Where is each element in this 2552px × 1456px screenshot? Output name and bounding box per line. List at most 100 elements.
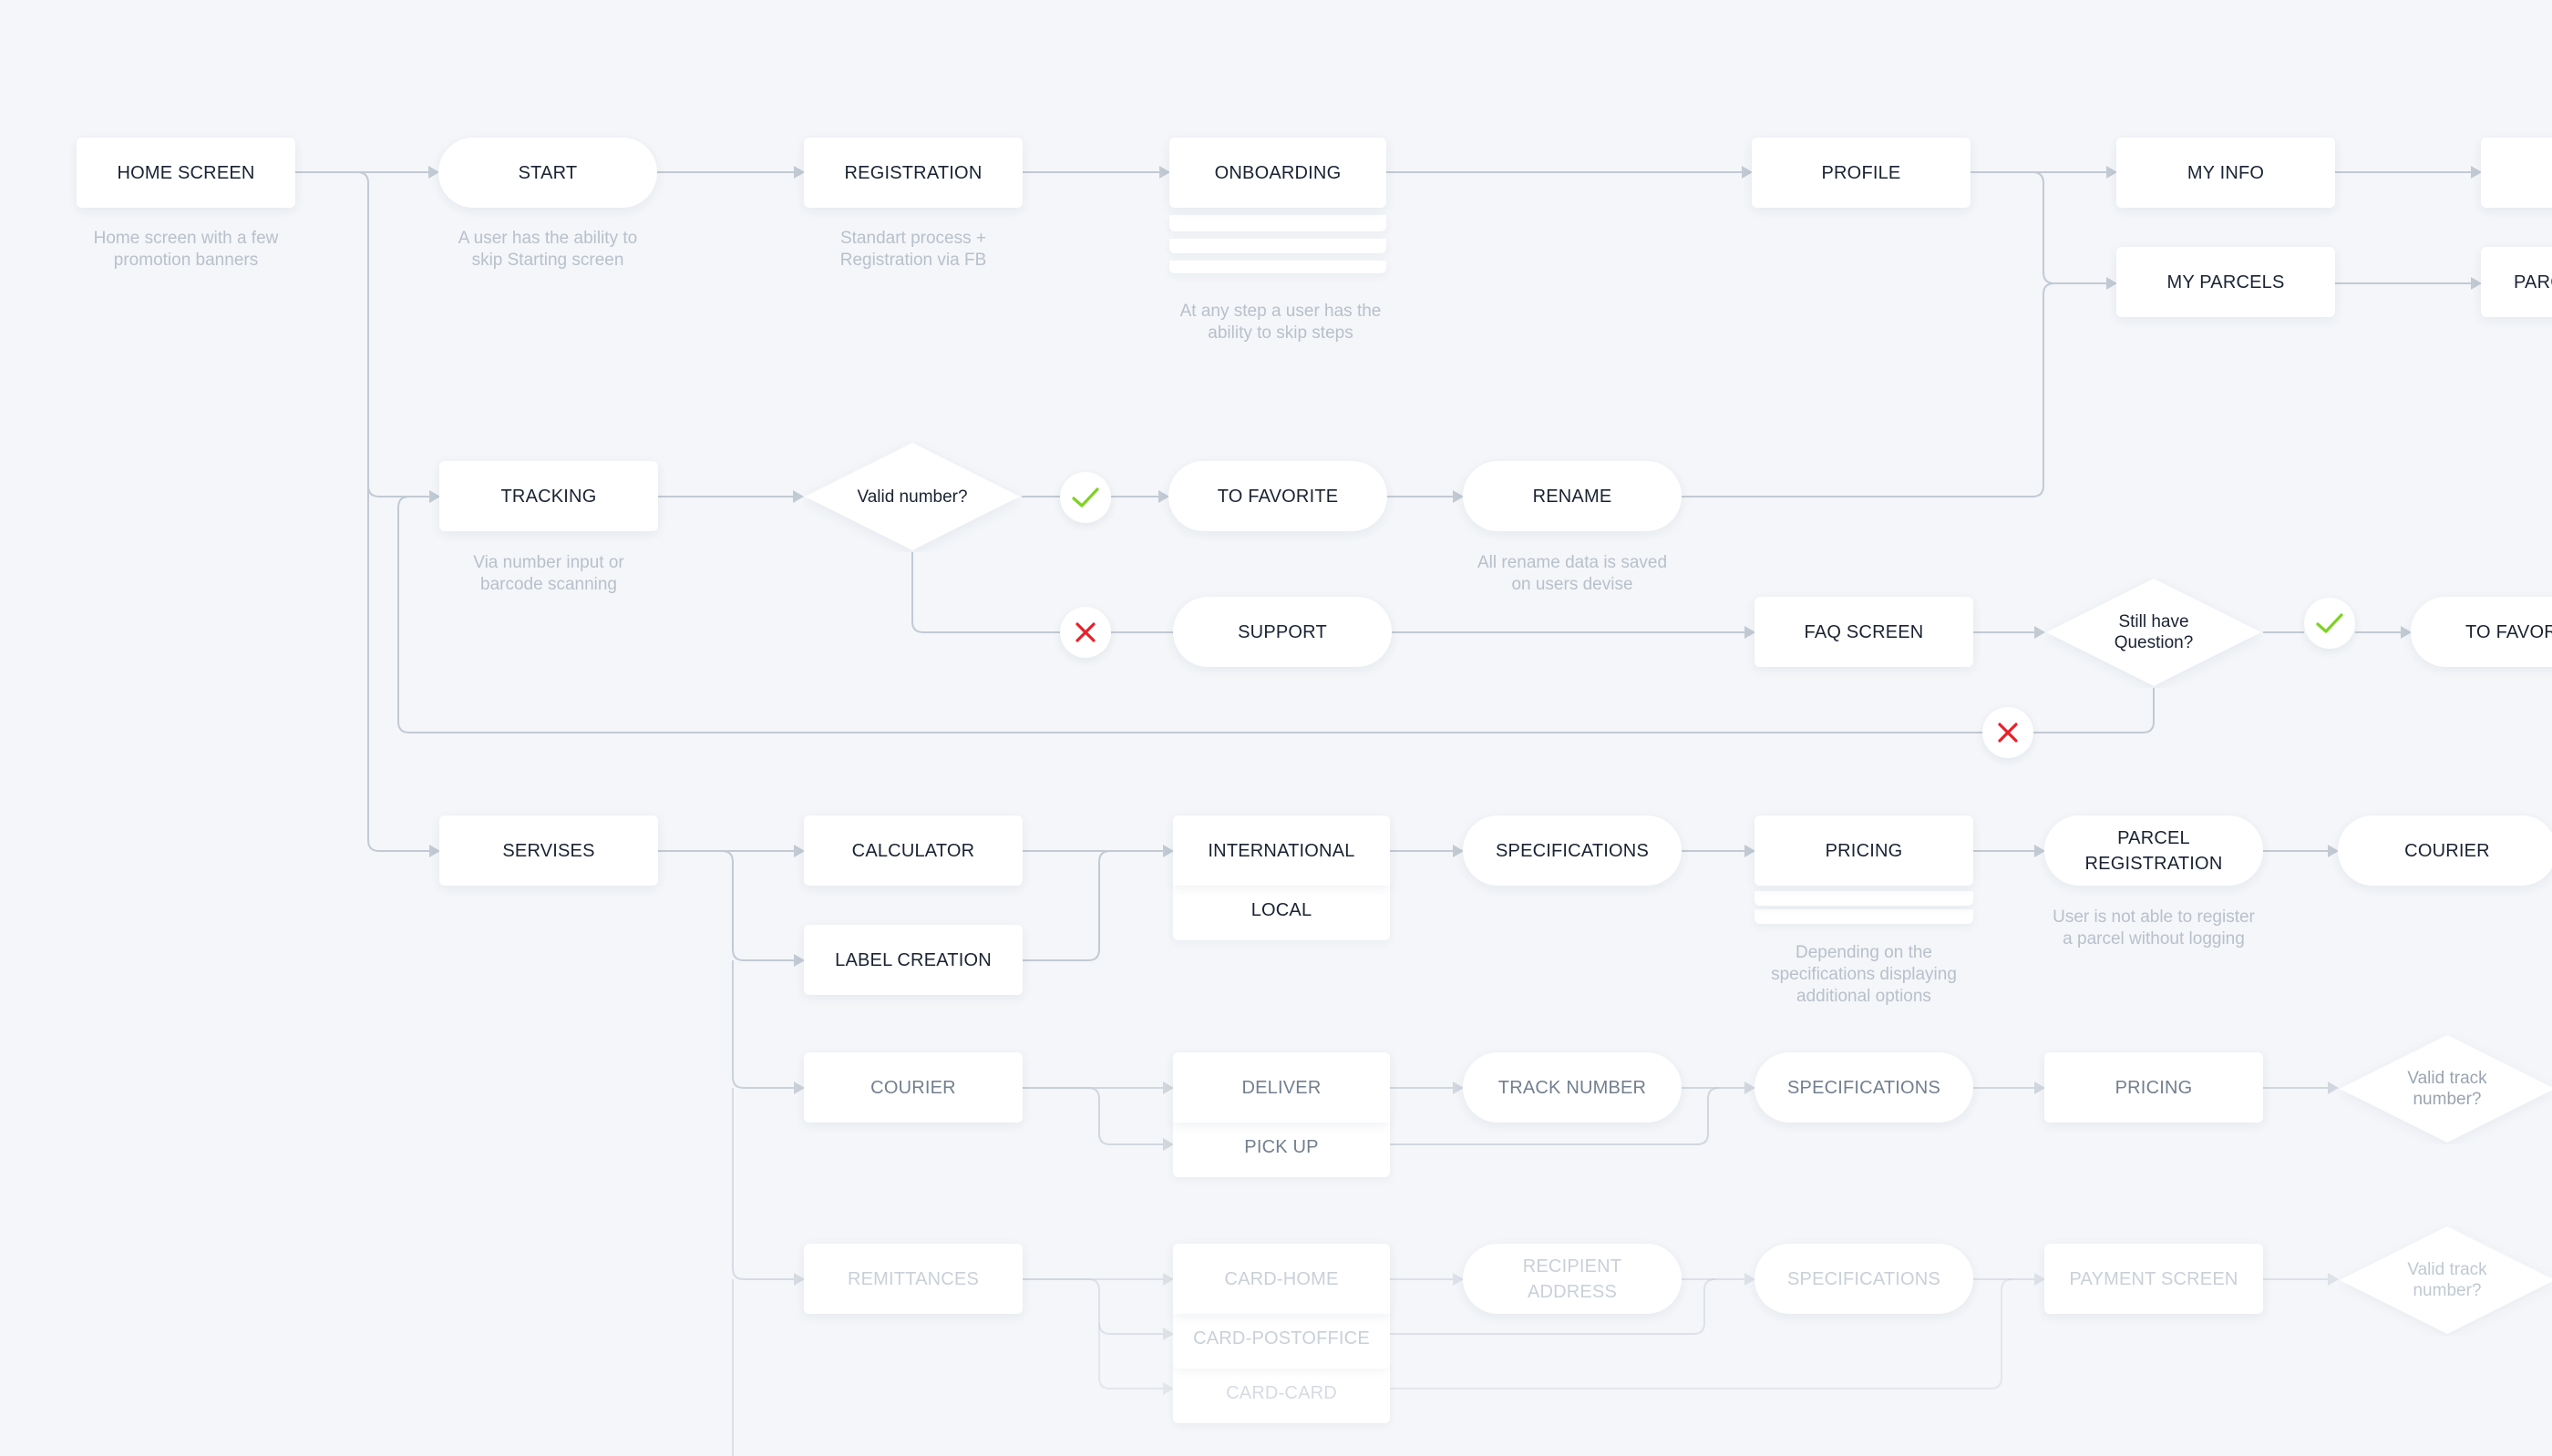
arrowhead [429,490,440,503]
note-line: Depending on the [1795,943,1932,962]
registration-node[interactable]: REGISTRATION [804,138,1023,208]
connector-line [1390,1087,1720,1145]
decision-label: Valid track number? [2407,1260,2487,1300]
track-number-node[interactable]: TRACK NUMBER [1463,1052,1682,1123]
home-screen-node[interactable]: HOME SCREEN [77,138,295,208]
onboarding-step-3 [1169,261,1386,273]
to-favor-node[interactable]: TO FAVOR [2411,597,2552,667]
arrowhead [1744,845,1755,857]
local-option[interactable]: LOCAL [1173,880,1390,940]
profile-next-node[interactable] [2481,138,2552,208]
arrowhead [2328,1082,2339,1094]
pricing-courier-node[interactable]: PRICING [2044,1052,2263,1123]
note-line: A user has the ability to [458,229,638,248]
to-favor-label: TO FAVOR [2465,621,2552,642]
arrowhead [1163,1273,1174,1286]
connector-line [1971,171,2106,284]
node-label-line: PARCEL [2117,827,2190,848]
my-info-node[interactable]: MY INFO [2116,138,2335,208]
arrowhead [428,166,439,179]
connector-line [1023,1278,1163,1335]
note-line: specifications displaying [1771,965,1957,984]
support-node[interactable]: SUPPORT [1173,597,1392,667]
courier-node[interactable]: COURIER [2338,815,2552,886]
arrowhead [429,845,440,857]
calculator-node[interactable]: CALCULATOR [804,815,1023,886]
card-home-node[interactable]: CARD-HOME [1173,1244,1390,1314]
arrowhead [1453,845,1464,857]
specifications-remittance-node[interactable]: SPECIFICATIONS [1754,1244,1973,1314]
onboarding-step-2 [1169,239,1386,253]
note-line: barcode scanning [480,575,617,594]
card-postoffice-option[interactable]: CARD-POSTOFFICE [1173,1308,1390,1369]
courier-service-node[interactable]: COURIER [804,1052,1023,1123]
note-line: Via number input or [473,553,624,572]
arrowhead [1453,1082,1464,1094]
pick-up-option[interactable]: PICK UP [1173,1117,1390,1177]
connector-line [732,1088,794,1280]
decision-shape [805,443,1020,550]
international-node[interactable]: INTERNATIONAL [1173,815,1390,886]
note-line: All rename data is saved [1477,553,1668,572]
rename-node[interactable]: RENAME [1463,461,1682,531]
arrowhead [793,490,804,503]
connector-line [2033,688,2155,733]
arrowhead [2106,277,2117,290]
arrowhead [2328,1273,2339,1286]
connector-line [1390,1278,2013,1389]
remittances-node[interactable]: REMITTANCES [804,1244,1023,1314]
valid-track-number-decision-1[interactable]: Valid track number? [2338,1033,2552,1144]
valid-number-decision[interactable]: Valid number? [803,441,1022,552]
arrowhead [1744,626,1755,639]
pricing-node[interactable]: PRICING [1754,815,1973,886]
node-label-line: RECIPIENT [1522,1256,1622,1277]
note-line: a parcel without logging [2063,929,2245,948]
decision-label: Valid number? [857,487,968,507]
profile-node[interactable]: PROFILE [1752,138,1971,208]
cross-icon [1075,622,1096,642]
connector-line [1390,1278,1716,1335]
still-have-question-decision[interactable]: Still have Question? [2044,577,2263,688]
decision-label: Still have Question? [2114,612,2194,652]
label-creation-node[interactable]: LABEL CREATION [804,925,1023,995]
arrowhead [794,1273,805,1286]
note-line: Standart process + [839,229,986,248]
connector-line [732,960,794,1089]
valid-track-number-decision-2[interactable]: Valid track number? [2338,1225,2552,1336]
specifications-courier-node[interactable]: SPECIFICATIONS [1754,1052,1973,1123]
decision-label: Valid track number? [2407,1069,2487,1109]
arrowhead [1453,1273,1464,1286]
tracking-node[interactable]: TRACKING [439,461,658,531]
parcels-next-node[interactable]: PARC [2481,247,2552,317]
arrowhead [1453,490,1464,503]
arrowhead [794,166,805,179]
arrowhead [794,954,805,967]
arrowhead [1163,1138,1174,1151]
arrowhead [2328,845,2339,857]
start-node[interactable]: START [438,138,657,208]
note-line: Registration via FB [839,251,987,270]
connector-line [397,496,1982,733]
pricing-note: Depending on the specifications displayin… [1736,942,1991,1008]
tracking-valid-badge [1060,472,1111,523]
arrowhead [2401,626,2412,639]
note-line: Home screen with a few [93,229,279,248]
arrowhead [2471,277,2482,290]
onboarding-node[interactable]: ONBOARDING [1169,138,1386,208]
deliver-node[interactable]: DELIVER [1173,1052,1390,1123]
arrowhead [1744,1273,1755,1286]
card-card-option[interactable]: CARD-CARD [1173,1363,1390,1423]
servises-node[interactable]: SERVISES [439,815,658,886]
specifications-node[interactable]: SPECIFICATIONS [1463,815,1682,886]
payment-screen-node[interactable]: PAYMENT SCREEN [2044,1244,2263,1314]
arrowhead [2471,166,2482,179]
my-parcels-node[interactable]: MY PARCELS [2116,247,2335,317]
faq-screen-node[interactable]: FAQ SCREEN [1754,597,1973,667]
to-favorite-node[interactable]: TO FAVORITE [1168,461,1387,531]
onboarding-step-1 [1169,215,1386,231]
arrowhead [1158,490,1169,503]
